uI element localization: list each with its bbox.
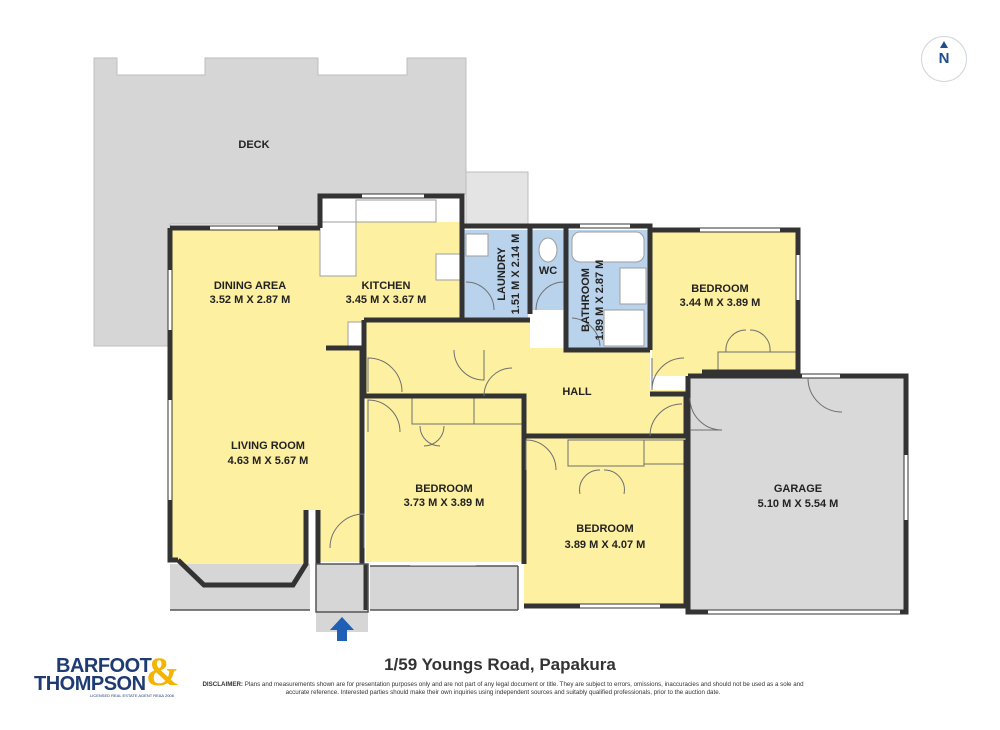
bathroom-label: BATHROOM (580, 268, 592, 332)
logo-line-2: THOMPSON (34, 673, 146, 695)
laundry-dims: 1.51 M X 2.14 M (510, 234, 522, 315)
disclaimer-text: Plans and measurements shown are for pre… (244, 681, 804, 696)
vanity (619, 267, 647, 305)
bedroom-3-label: BEDROOM (576, 523, 633, 535)
wc-label: WC (539, 265, 557, 277)
property-address: 1/59 Youngs Road, Papakura (384, 655, 616, 674)
bedroom-2-dims: 3.73 M X 3.89 M (404, 497, 485, 509)
laundry-label: LAUNDRY (496, 247, 508, 301)
bedroom-2-wardrobe (411, 397, 475, 425)
dining-label: DINING AREA (214, 280, 286, 292)
bathtub (571, 231, 645, 263)
kitchen-label: KITCHEN (362, 280, 411, 292)
bedroom-1-dims: 3.44 M X 3.89 M (680, 297, 761, 309)
toilet (538, 237, 558, 263)
deck-step (465, 171, 529, 229)
bedroom-3-wardrobe (567, 439, 645, 467)
logo-ampersand: & (146, 649, 180, 694)
disclaimer-lead: DISCLAIMER: (202, 681, 243, 688)
bedroom-2-area (366, 398, 522, 562)
hall-area (364, 320, 688, 466)
shower (603, 309, 645, 347)
linen-cupboard (473, 397, 523, 425)
doors (329, 281, 843, 549)
bedroom-2-label: BEDROOM (415, 483, 472, 495)
deck-label: DECK (238, 139, 269, 151)
logo-line-1: BARFOOT (56, 655, 152, 677)
living-label: LIVING ROOM (231, 440, 305, 452)
thin-walls (170, 563, 519, 613)
kitchen-dims: 3.45 M X 3.67 M (346, 294, 427, 306)
brand-logo: BARFOOT THOMPSON & LICENSED REAL ESTATE … (34, 652, 204, 699)
compass-label: N (938, 50, 950, 67)
laundry-tub (465, 233, 489, 257)
garage-label: GARAGE (774, 483, 822, 495)
dining-dims: 3.52 M X 2.87 M (210, 294, 291, 306)
bedroom-1-label: BEDROOM (691, 283, 748, 295)
kitchen-bench (319, 221, 357, 277)
living-dims: 4.63 M X 5.67 M (228, 455, 309, 467)
bedroom-3-area (524, 440, 686, 608)
stove (435, 253, 461, 281)
garage-area (690, 378, 904, 610)
north-arrow-icon (940, 41, 948, 48)
bathroom-dims: 1.89 M X 2.87 M (594, 260, 606, 341)
logo-subtitle: LICENSED REAL ESTATE AGENT REAA 2008 (90, 693, 174, 698)
windows (168, 194, 908, 614)
bedroom-1-wardrobe (717, 351, 797, 373)
garage-dims: 5.10 M X 5.54 M (758, 498, 839, 510)
living-dining-area (170, 228, 362, 585)
entry-arrow (330, 617, 354, 641)
bedroom-3-dims: 3.89 M X 4.07 M (565, 539, 646, 551)
disclaimer: DISCLAIMER: Plans and measurements shown… (200, 681, 806, 697)
kitchen-top-bench (355, 199, 437, 223)
front-porch-right (370, 566, 518, 610)
compass: N (921, 36, 967, 82)
hall-label: HALL (562, 386, 592, 398)
hall-cupboard (643, 439, 687, 465)
